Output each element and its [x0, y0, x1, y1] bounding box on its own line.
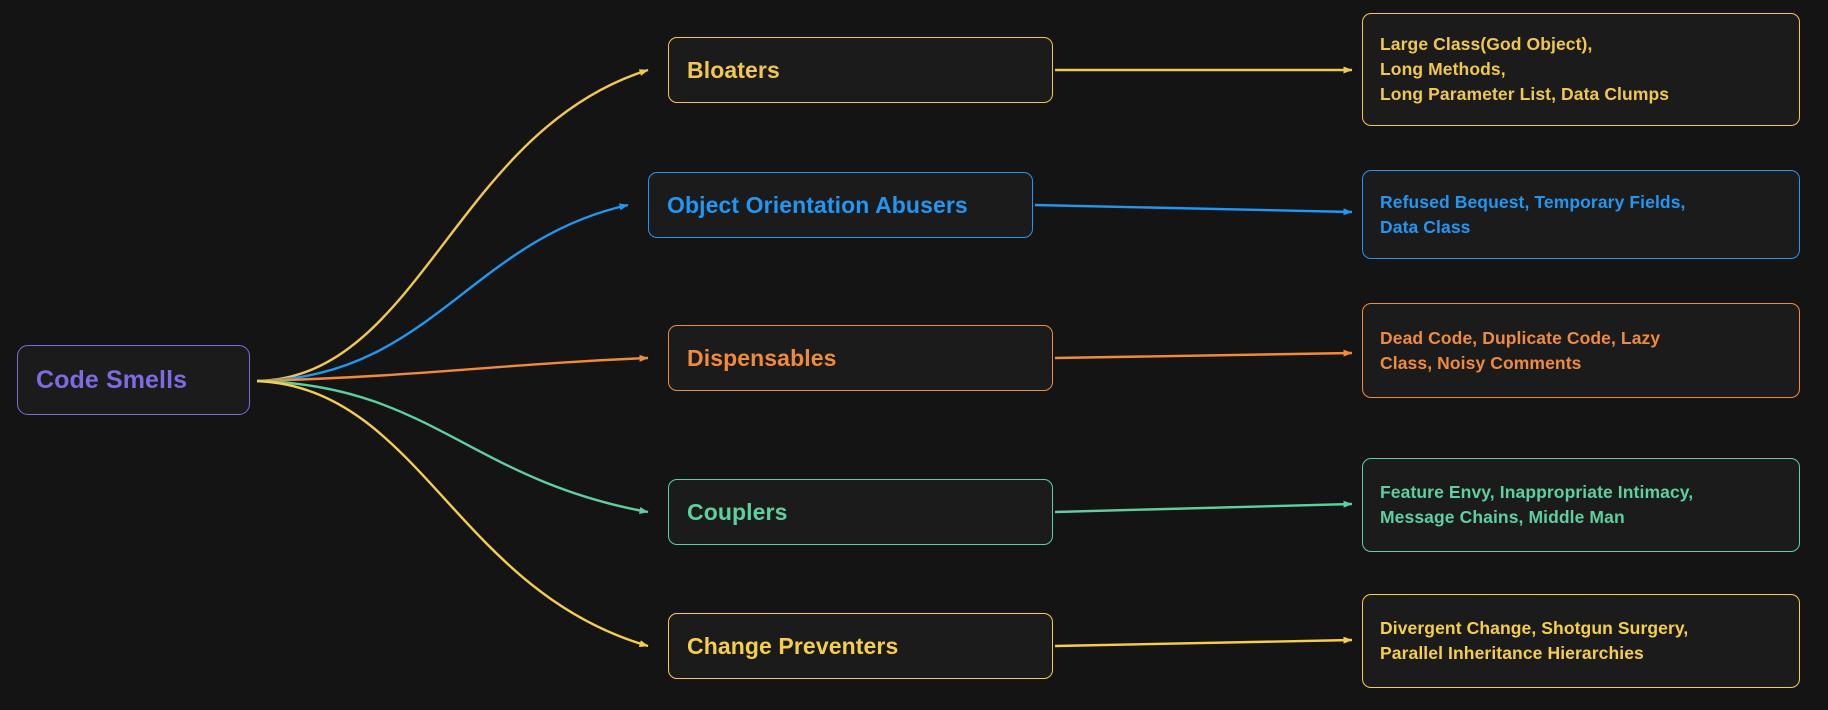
- branch-node-change-preventers[interactable]: Change Preventers: [668, 613, 1053, 679]
- branch-node-label: Dispensables: [687, 344, 837, 371]
- branch-node-object-orientation-abusers[interactable]: Object Orientation Abusers: [648, 172, 1033, 238]
- branch-node-bloaters[interactable]: Bloaters: [668, 37, 1053, 103]
- leaf-node-object-orientation-abusers-details[interactable]: Refused Bequest, Temporary Fields, Data …: [1362, 170, 1800, 259]
- edge-couplers-to-leaf: [1054, 500, 1353, 514]
- root-node-code-smells[interactable]: Code Smells: [17, 345, 250, 415]
- leaf-node-label: Large Class(God Object), Long Methods, L…: [1380, 34, 1670, 104]
- leaf-node-label: Refused Bequest, Temporary Fields, Data …: [1380, 191, 1686, 237]
- root-node-label: Code Smells: [36, 365, 188, 394]
- edge-change-preventers-to-leaf: [1054, 636, 1353, 648]
- branch-node-dispensables[interactable]: Dispensables: [668, 325, 1053, 391]
- leaf-node-label: Feature Envy, Inappropriate Intimacy, Me…: [1380, 482, 1694, 527]
- leaf-node-label: Divergent Change, Shotgun Surgery, Paral…: [1380, 618, 1689, 663]
- edge-root-to-couplers: [256, 379, 649, 514]
- edge-root-to-dispensables: [256, 354, 649, 383]
- edge-root-to-object-orientation-abusers: [256, 203, 629, 383]
- branch-node-label: Object Orientation Abusers: [667, 191, 968, 218]
- leaf-node-label: Dead Code, Duplicate Code, Lazy Class, N…: [1380, 327, 1661, 373]
- leaf-node-couplers-details[interactable]: Feature Envy, Inappropriate Intimacy, Me…: [1362, 458, 1800, 552]
- leaf-node-dispensables-details[interactable]: Dead Code, Duplicate Code, Lazy Class, N…: [1362, 303, 1800, 398]
- branch-node-label: Couplers: [687, 498, 788, 525]
- leaf-node-change-preventers-details[interactable]: Divergent Change, Shotgun Surgery, Paral…: [1362, 594, 1800, 688]
- edge-root-to-change-preventers: [256, 379, 649, 648]
- branch-node-label: Bloaters: [687, 56, 780, 83]
- edge-root-to-bloaters: [256, 68, 649, 383]
- leaf-node-bloaters-details[interactable]: Large Class(God Object), Long Methods, L…: [1362, 13, 1800, 126]
- branch-node-label: Change Preventers: [687, 632, 899, 659]
- branch-node-couplers[interactable]: Couplers: [668, 479, 1053, 545]
- edge-object-orientation-abusers-to-leaf: [1034, 203, 1353, 216]
- edge-dispensables-to-leaf: [1054, 349, 1353, 360]
